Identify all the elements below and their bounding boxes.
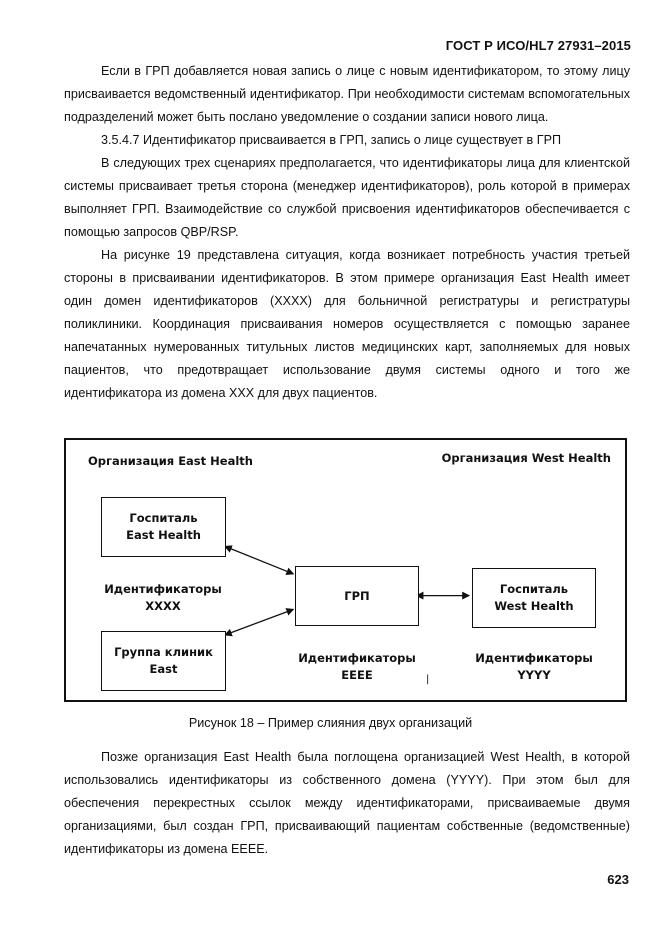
document-header: ГОСТ Р ИСО/HL7 27931–2015 xyxy=(445,38,631,53)
body-text-bottom: Позже организация East Health была погло… xyxy=(64,746,630,861)
identifiers-domain: XXXX xyxy=(145,599,181,613)
identifiers-yyyy-label: Идентификаторы YYYY xyxy=(459,650,609,684)
grp-text: ГРП xyxy=(344,588,370,603)
hospital-west-box: Госпиталь West Health xyxy=(472,568,596,628)
body-text-top: Если в ГРП добавляется новая запись о ли… xyxy=(64,60,630,405)
identifiers-domain: EEEE xyxy=(341,668,373,682)
hospital-east-text: Госпиталь East Health xyxy=(126,511,201,542)
clinic-group-box: Группа клиник East xyxy=(101,631,226,691)
paragraph: В следующих трех сценариях предполагаетс… xyxy=(64,156,630,239)
org-west-label: Организация West Health xyxy=(441,451,611,465)
clinic-group-text: Группа клиник East xyxy=(114,645,213,676)
arrow-clinic-grp xyxy=(223,608,295,637)
identifiers-xxxx-label: Идентификаторы XXXX xyxy=(88,581,238,615)
grp-box: ГРП xyxy=(295,566,419,626)
identifiers-title: Идентификаторы xyxy=(298,651,416,665)
page-number: 623 xyxy=(607,872,629,887)
figure-diagram: Организация East Health Организация West… xyxy=(64,438,627,702)
hospital-west-text: Госпиталь West Health xyxy=(494,582,574,613)
identifiers-domain: YYYY xyxy=(517,668,551,682)
arrow-hospital-east-grp xyxy=(223,545,295,575)
paragraph: Если в ГРП добавляется новая запись о ли… xyxy=(64,64,630,124)
figure-caption: Рисунок 18 – Пример слияния двух организ… xyxy=(188,716,473,730)
identifiers-title: Идентификаторы xyxy=(475,651,593,665)
org-east-label: Организация East Health xyxy=(88,454,253,468)
paragraph: На рисунке 19 представлена ситуация, ког… xyxy=(64,248,630,400)
hospital-east-box: Госпиталь East Health xyxy=(101,497,226,557)
identifiers-title: Идентификаторы xyxy=(104,582,222,596)
paragraph: Позже организация East Health была погло… xyxy=(64,750,630,856)
section-heading: 3.5.4.7 Идентификатор присваивается в ГР… xyxy=(101,133,562,147)
connector-arrows xyxy=(223,545,471,637)
identifiers-eeee-label: Идентификаторы EEEE xyxy=(282,650,432,684)
stray-mark: | xyxy=(426,674,430,685)
